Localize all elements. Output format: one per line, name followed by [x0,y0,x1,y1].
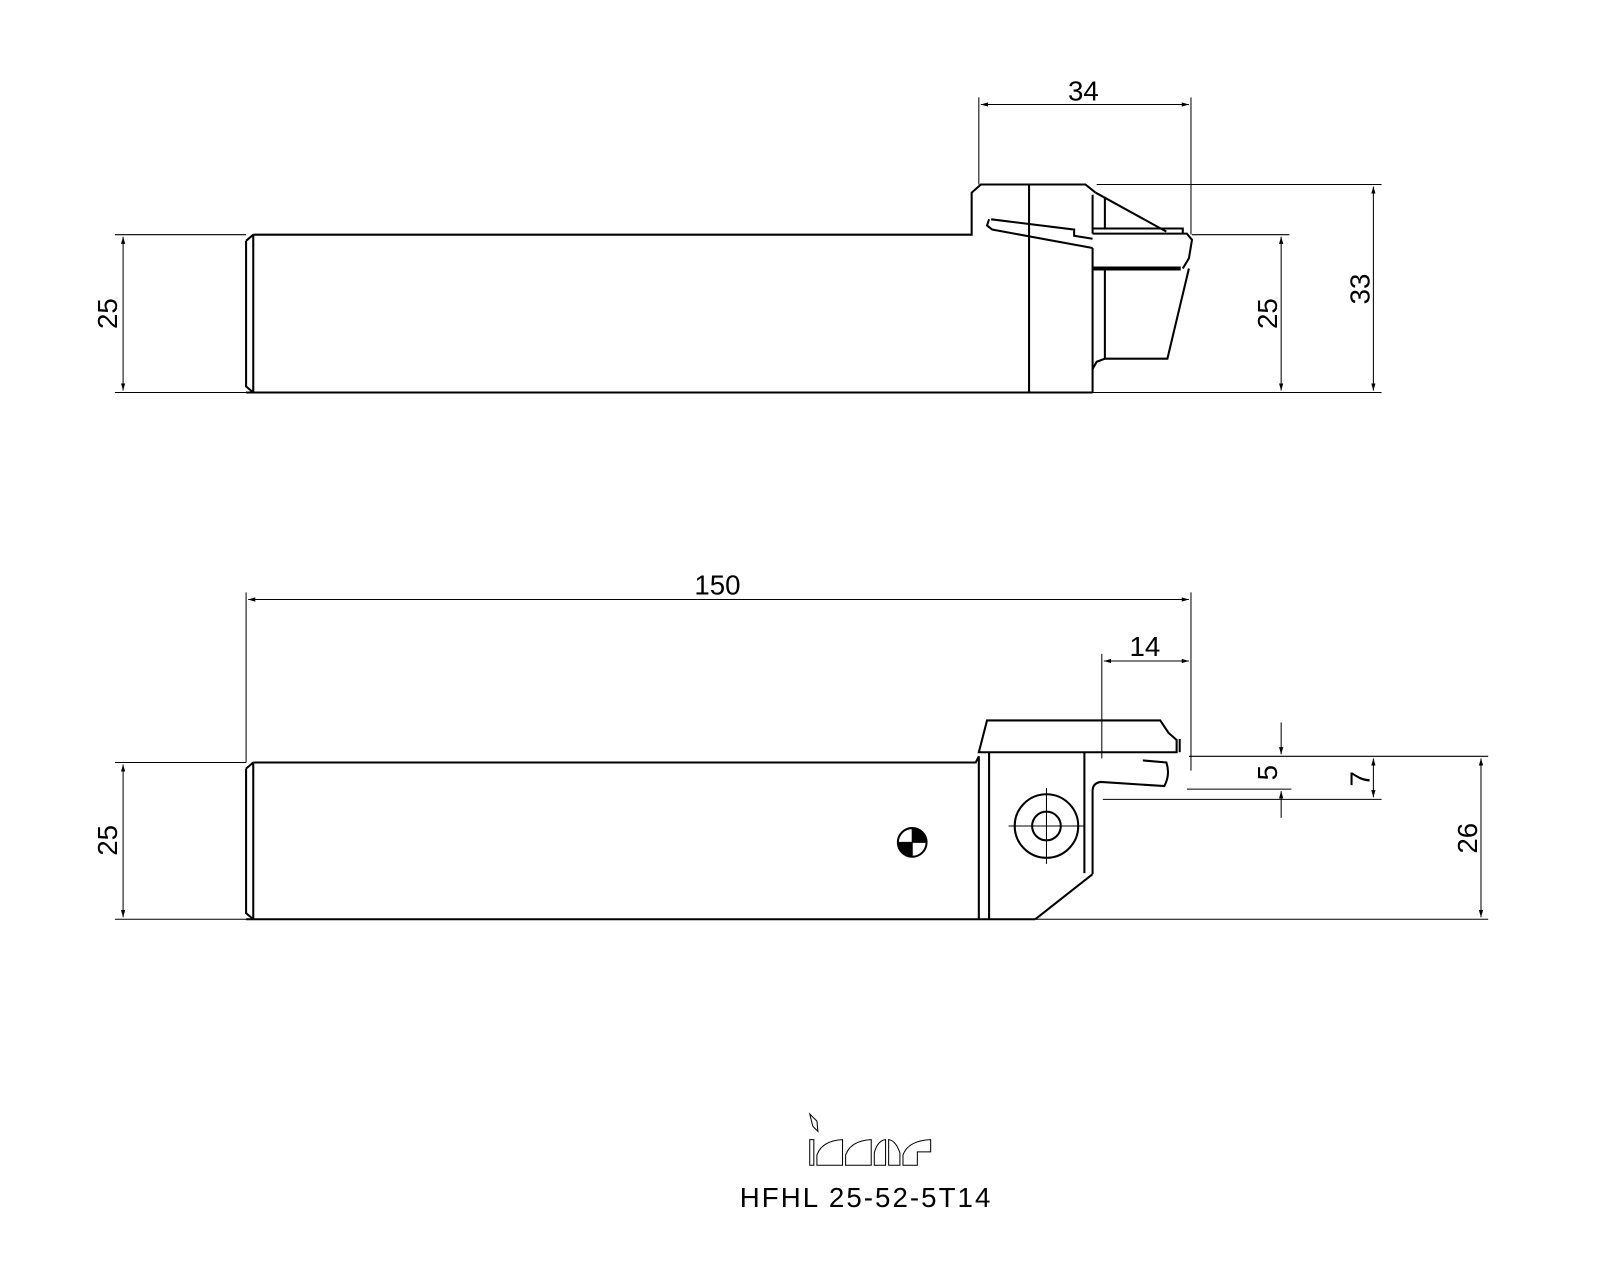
dim-overall-width: 26 [1452,823,1483,854]
dim-insert-offset: 14 [1129,631,1160,662]
front-view-dimensions: 150 14 25 5 7 26 [92,569,1489,920]
front-view: 150 14 25 5 7 26 [92,569,1489,921]
brand-logo [808,1112,932,1166]
part-number: HFHL 25-52-5T14 [740,1182,993,1213]
front-view-outline [245,719,1181,921]
dim-overall-length: 150 [694,569,740,600]
dim-shank-width: 25 [92,825,123,856]
top-view: 25 34 25 33 [92,75,1382,394]
dim-top-head-length: 34 [1068,75,1099,106]
dim-top-overall-height: 33 [1344,274,1375,305]
dim-cut-depth: 5 [1252,765,1283,780]
clamp-screw [1008,788,1085,864]
dim-top-shank-height-right: 25 [1252,298,1283,329]
dim-head-step: 7 [1344,771,1375,786]
coolant-marker [896,827,928,858]
dim-top-shank-height-left: 25 [92,298,123,329]
top-view-outline [245,183,1194,394]
top-view-dimensions: 25 34 25 33 [92,75,1382,394]
